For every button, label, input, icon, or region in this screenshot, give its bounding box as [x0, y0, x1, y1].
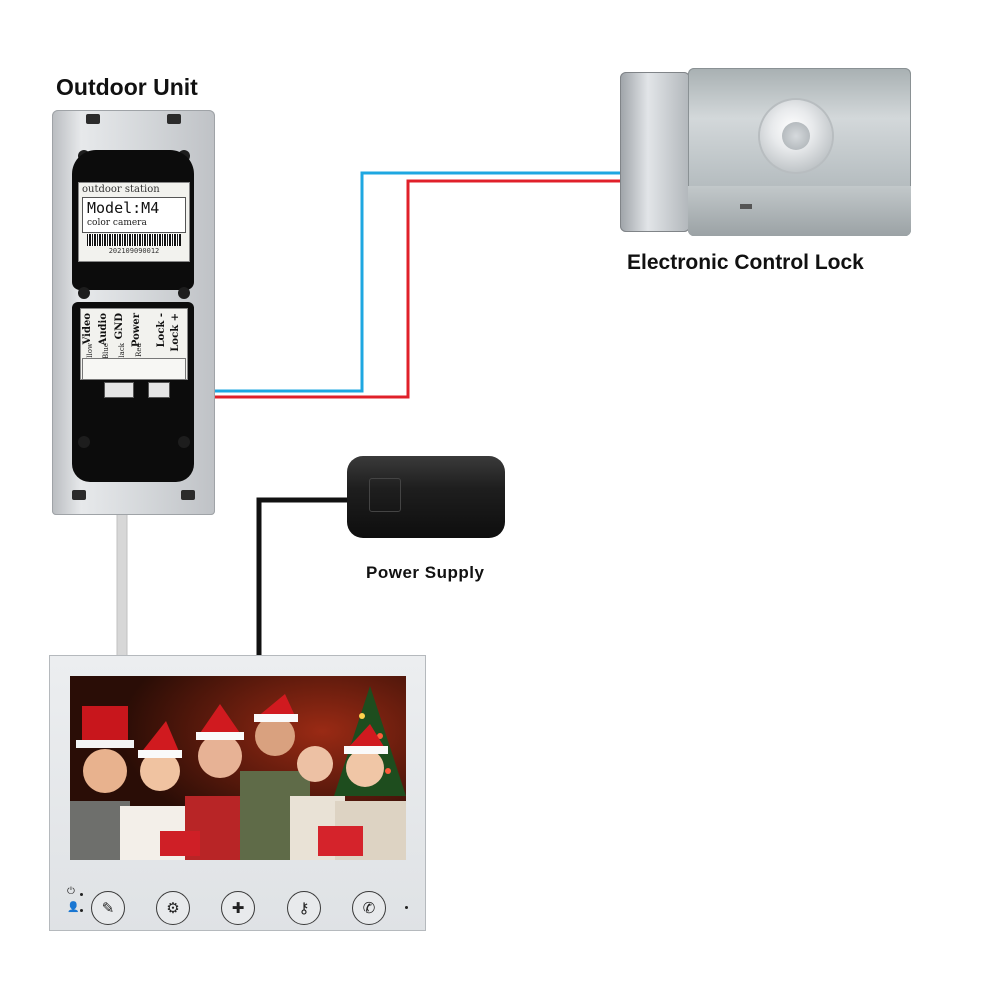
- lock-lower-edge: [688, 186, 911, 236]
- mount-slot: [181, 490, 195, 500]
- lock-knob: [760, 100, 832, 172]
- mount-slot: [72, 490, 86, 500]
- adapter-label-plate: [369, 478, 401, 512]
- lock-connector-plug: [148, 382, 170, 398]
- power-adapter: [347, 456, 505, 538]
- wire-color-blue: Blue: [102, 343, 110, 360]
- unlock-key-icon[interactable]: ⚷: [287, 891, 321, 925]
- terminal-strip: [82, 358, 186, 380]
- barcode: [87, 234, 181, 246]
- terminal-label-lock-minus: Lock -: [156, 313, 167, 348]
- user-icon: 👤: [67, 902, 80, 913]
- monitor-control-panel: ⏻ 👤 ✎ ⚙ ✚ ⚷ ✆: [49, 877, 426, 927]
- mount-slot: [167, 114, 181, 124]
- family-photo: [70, 676, 406, 860]
- indoor-monitor: ⏻ 👤 ✎ ⚙ ✚ ⚷ ✆: [49, 655, 426, 931]
- mount-slot: [86, 114, 100, 124]
- status-led: [80, 909, 83, 912]
- lock-knob-center: [782, 122, 810, 150]
- terminal-label-audio: Audio: [98, 313, 109, 346]
- camera-type-text: color camera: [87, 218, 147, 228]
- outdoor-unit-label: Outdoor Unit: [56, 74, 198, 100]
- blue-lock-wire: [172, 171, 628, 393]
- serial-number: 202109090012: [108, 247, 160, 255]
- video-connector-plug: [104, 382, 134, 398]
- power-supply-label: Power Supply: [366, 563, 485, 582]
- screw-hole: [78, 287, 90, 299]
- screw-hole: [178, 436, 190, 448]
- wire-color-red: Red: [135, 343, 143, 357]
- model-box: Model:M4 color camera: [82, 197, 186, 233]
- screw-hole: [178, 287, 190, 299]
- terminal-label-lock-plus: Lock +: [170, 313, 181, 352]
- terminal-label-video: Video: [82, 313, 93, 345]
- indicator-dot: [405, 906, 408, 909]
- model-label-card: outdoor station Model:M4 color camera 20…: [78, 182, 190, 262]
- mute-call-icon[interactable]: ✎: [91, 891, 125, 925]
- power-cable: [256, 497, 347, 655]
- power-icon: ⏻: [67, 886, 75, 897]
- screw-hole: [78, 436, 90, 448]
- model-text: Model:M4: [87, 199, 160, 217]
- red-lock-wire: [172, 179, 628, 399]
- lock-slot: [740, 204, 752, 209]
- lock-faceplate: [620, 72, 690, 232]
- electronic-control-lock: [620, 68, 911, 236]
- outdoor-unit: outdoor station Model:M4 color camera 20…: [52, 110, 215, 515]
- user-add-icon[interactable]: ✚: [221, 891, 255, 925]
- electronic-control-lock-label: Electronic Control Lock: [627, 251, 864, 274]
- monitor-screen: [70, 676, 406, 860]
- label-heading: outdoor station: [82, 184, 160, 195]
- power-led: [80, 893, 83, 896]
- answer-call-icon[interactable]: ✆: [352, 891, 386, 925]
- settings-icon[interactable]: ⚙: [156, 891, 190, 925]
- terminal-label-gnd: GND: [114, 313, 125, 340]
